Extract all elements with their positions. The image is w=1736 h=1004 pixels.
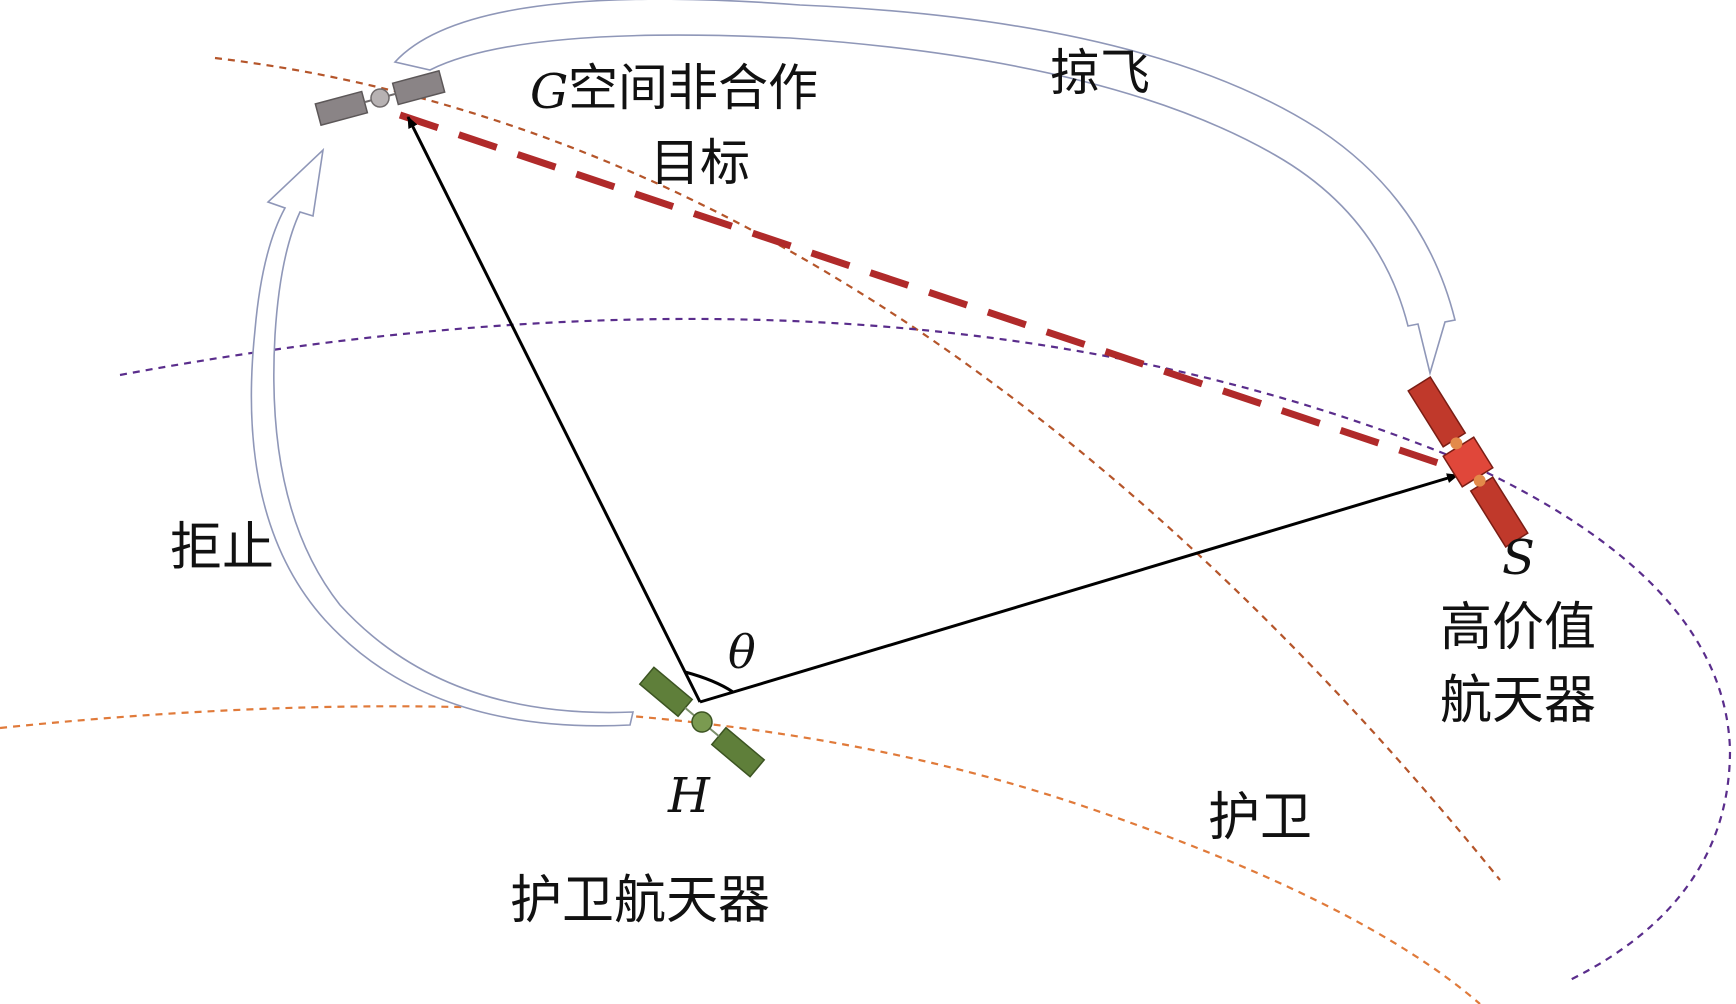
flyby-maneuver-arrow bbox=[393, 0, 1456, 377]
deny-maneuver-arrow bbox=[250, 147, 635, 727]
high-value-label-line2: 航天器 bbox=[1440, 671, 1596, 731]
angle-arc bbox=[684, 670, 734, 694]
high-value-letter: S bbox=[1502, 530, 1535, 586]
escort-name-label: 护卫航天器 bbox=[510, 871, 770, 931]
orbit-target bbox=[214, 56, 1501, 881]
vector-h-to-s bbox=[699, 473, 1459, 704]
satellite-icon bbox=[314, 69, 446, 127]
target-letter: G bbox=[530, 64, 568, 120]
escort-letter: H bbox=[667, 768, 711, 824]
satellite-icon bbox=[638, 666, 766, 778]
deny-label: 拒止 bbox=[170, 518, 274, 578]
satellite-icon bbox=[1407, 376, 1529, 548]
orbit-high-value bbox=[119, 317, 1732, 981]
high-value-label-line1: 高价值 bbox=[1440, 598, 1596, 658]
flyby-label: 掠飞 bbox=[1050, 44, 1150, 102]
target-label-line1: 空间非合作 bbox=[568, 59, 818, 117]
vector-h-to-g bbox=[406, 116, 702, 703]
angle-label: θ bbox=[728, 625, 756, 679]
orbit-escort bbox=[0, 705, 1481, 1004]
sight-line-g-to-s bbox=[398, 111, 1467, 476]
target-label-line2: 目标 bbox=[650, 134, 750, 192]
escort-action-label: 护卫 bbox=[1208, 788, 1312, 848]
